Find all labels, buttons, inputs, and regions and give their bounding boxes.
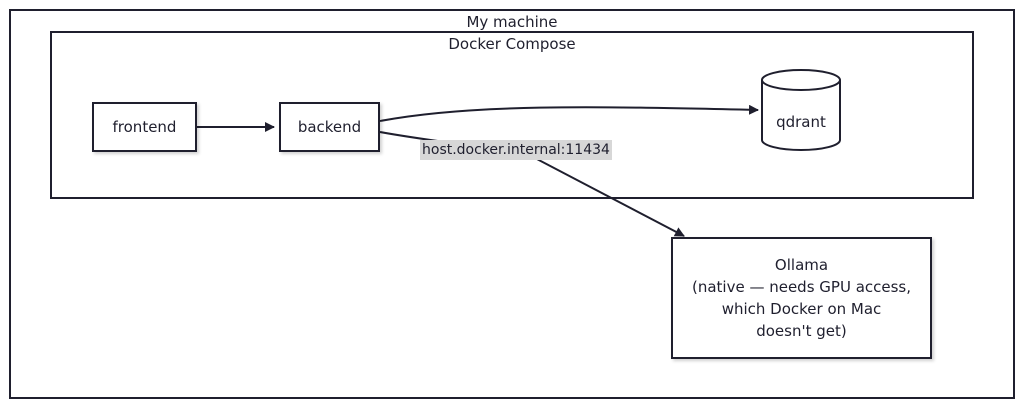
node-frontend: frontend xyxy=(92,102,197,152)
node-qdrant-label: qdrant xyxy=(776,113,826,131)
node-qdrant: qdrant xyxy=(762,102,840,142)
node-ollama: Ollama (native — needs GPU access, which… xyxy=(671,237,932,359)
node-frontend-label: frontend xyxy=(112,118,177,136)
node-ollama-line-2: (native — needs GPU access, xyxy=(691,278,912,296)
node-ollama-line-1: Ollama xyxy=(774,256,829,274)
node-ollama-line-4: doesn't get) xyxy=(756,322,847,340)
edge-backend-qdrant xyxy=(379,104,759,122)
node-backend: backend xyxy=(279,102,380,152)
group-my-machine-label: My machine xyxy=(466,13,558,31)
group-docker-compose-label: Docker Compose xyxy=(448,35,576,53)
node-backend-label: backend xyxy=(297,118,362,136)
node-qdrant-shape xyxy=(761,69,841,151)
edge-backend-ollama-label: host.docker.internal:11434 xyxy=(420,140,612,160)
node-ollama-line-3: which Docker on Mac xyxy=(721,300,882,318)
